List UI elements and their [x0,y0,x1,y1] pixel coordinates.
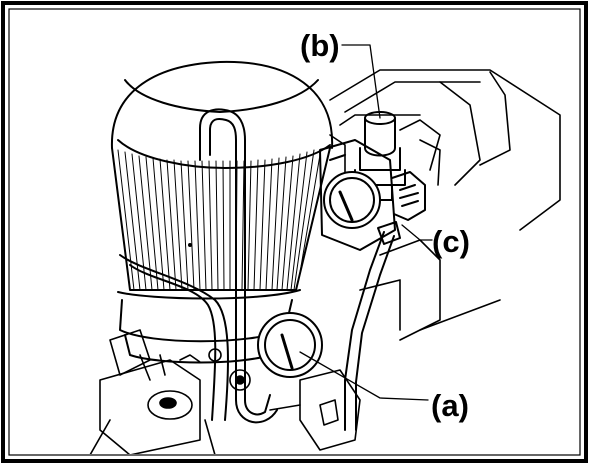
leader-b [341,44,381,119]
upper-gauge [323,171,381,229]
leader-a [299,351,429,401]
manifold-upper [319,139,426,251]
callout-c: (c) [432,224,470,259]
inner-border [8,8,581,456]
filter-cap [110,60,334,169]
connecting-hose [344,221,401,431]
air-tube [119,108,278,424]
leader-c [401,224,433,241]
machine-base [89,329,361,454]
pleated-filter [111,147,331,291]
lower-gauge [257,312,323,378]
callout-a: (a) [431,388,469,423]
leader-lines [299,44,433,401]
callout-b: (b) [300,28,340,63]
background-frame [329,69,561,341]
